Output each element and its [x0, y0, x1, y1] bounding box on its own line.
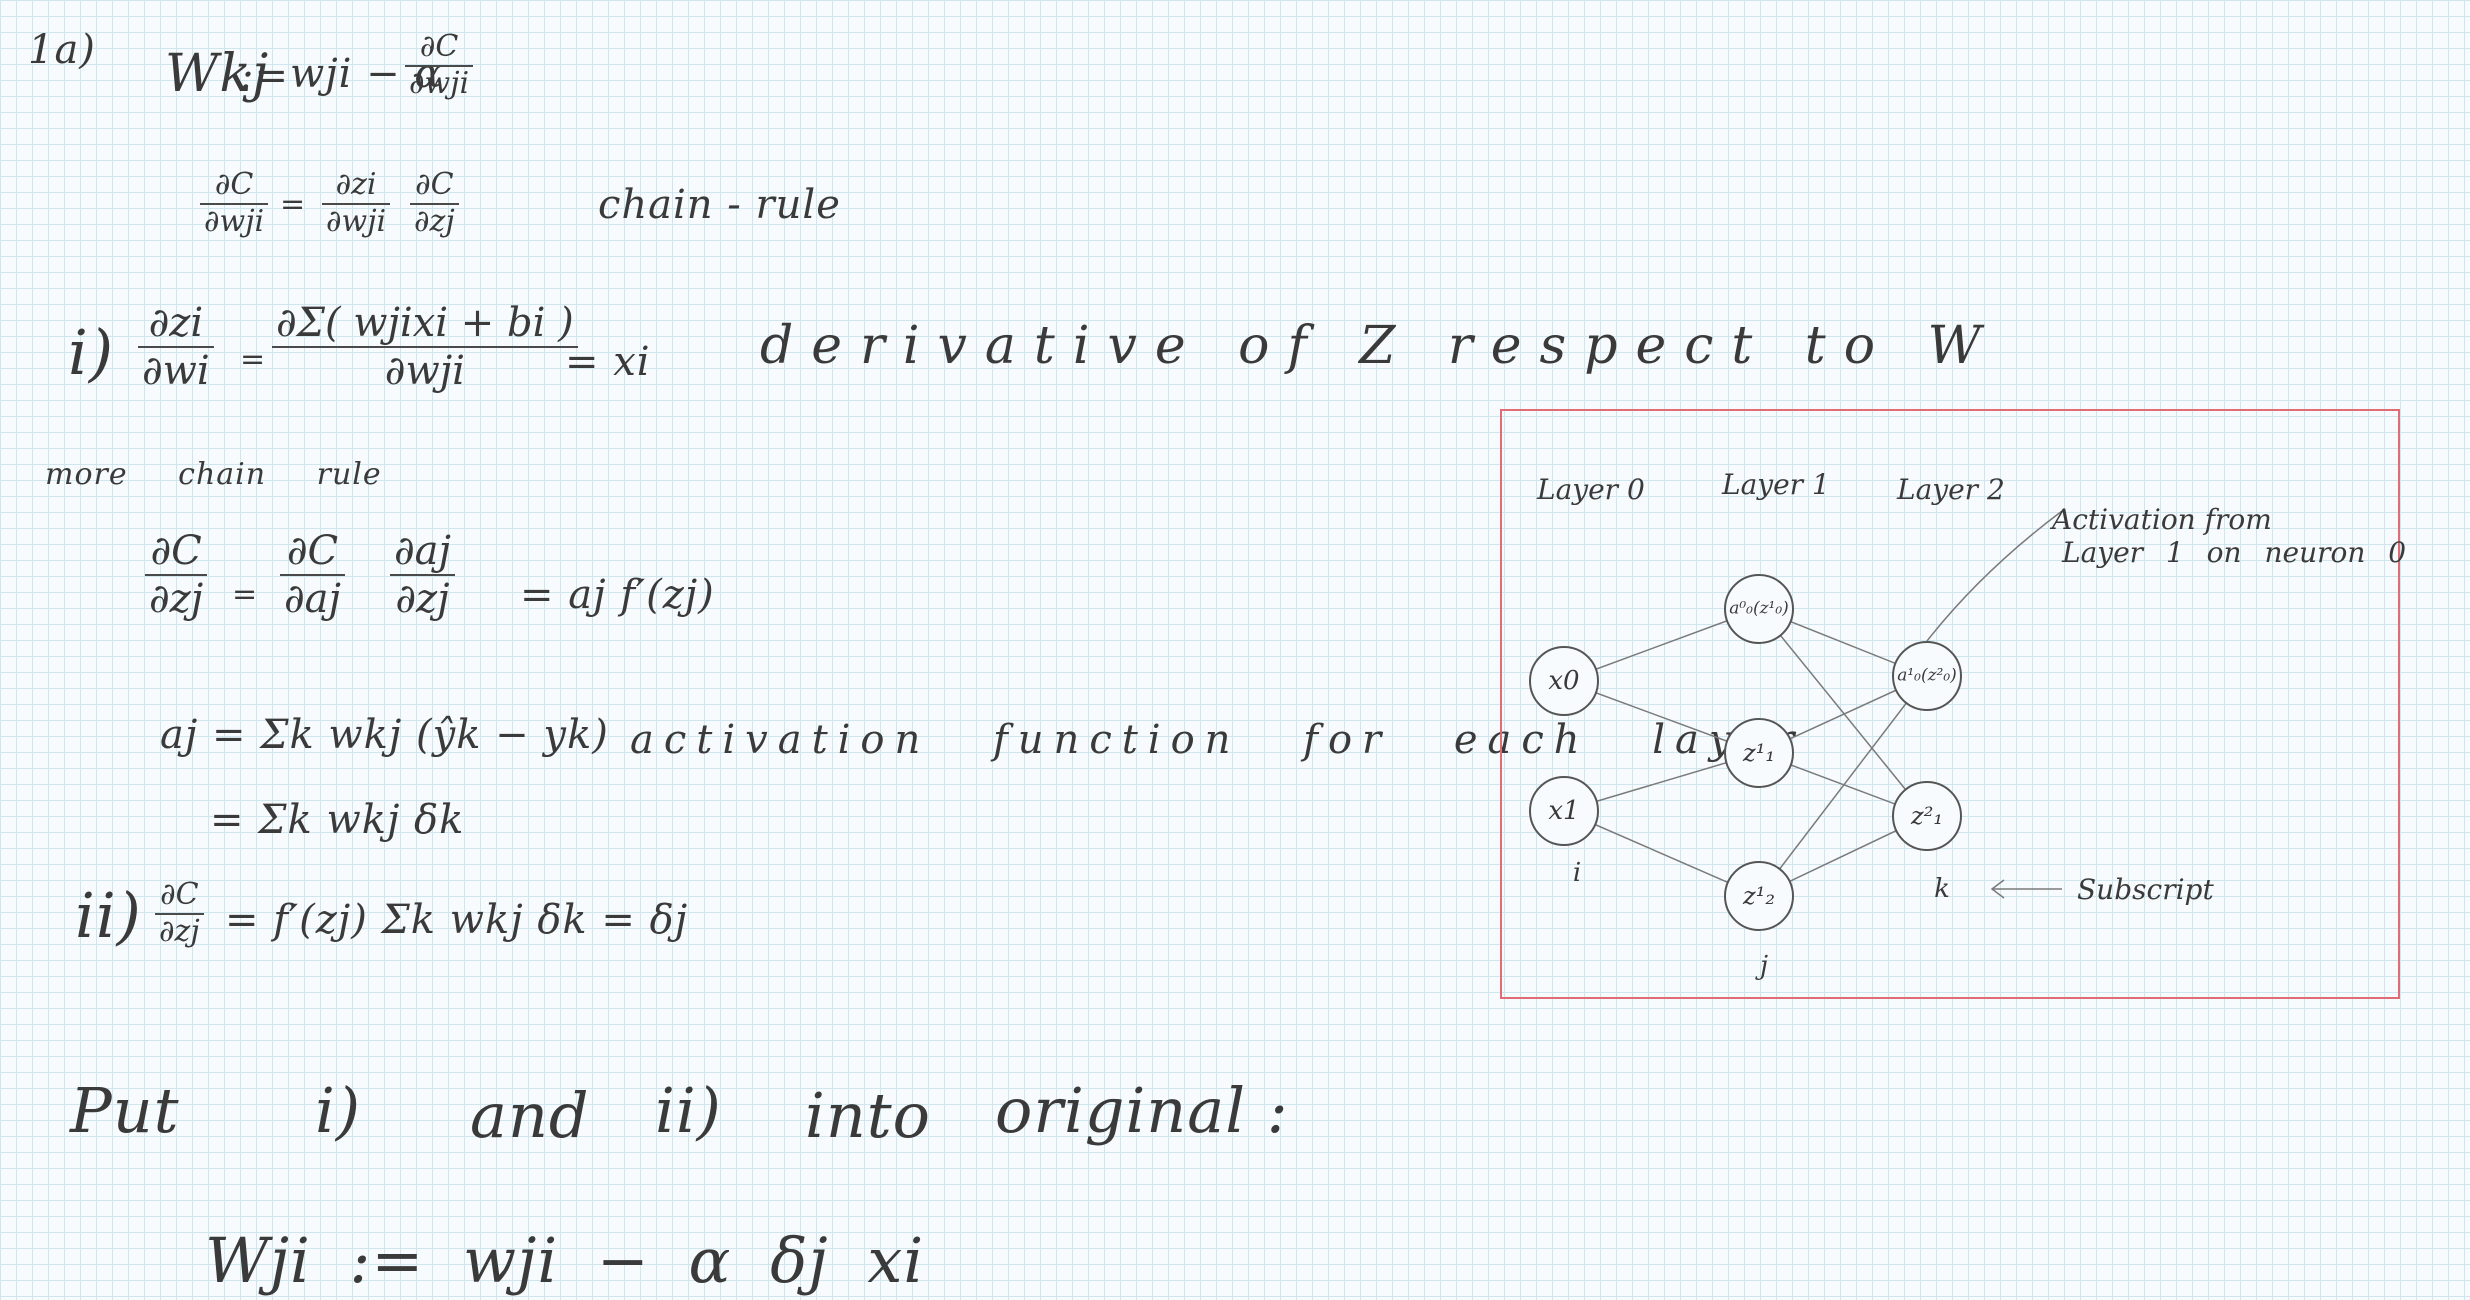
fraction-denominator: ∂wi	[142, 348, 210, 394]
layer-2-label: Layer 2	[1897, 473, 2005, 506]
fraction-bar	[280, 574, 345, 576]
network-diagram-svg	[1529, 510, 2063, 931]
fraction-numerator: ∂Σ( wjixi + bi )	[276, 300, 574, 346]
put-i: i)	[315, 1074, 362, 1147]
part-i-rhs-fraction: ∂Σ( wjixi + bi ) ∂wji	[272, 300, 578, 394]
line4-factor-2: ∂aj ∂zj	[390, 528, 455, 622]
layer-0-label: Layer 0	[1537, 473, 1645, 506]
node-a0	[1724, 574, 1794, 644]
node-x1	[1529, 776, 1599, 846]
fraction-bar	[200, 202, 269, 205]
subscript-arrow-head	[1990, 879, 2005, 899]
layer-1-label: Layer 1	[1722, 468, 1830, 501]
fraction-denominator: ∂zj	[159, 913, 200, 949]
node-z21	[1892, 781, 1962, 851]
fraction-denominator: ∂zj	[414, 203, 455, 239]
update-rule-fraction: ∂C ∂wji	[405, 29, 474, 101]
annotation-line-2: Layer 1 on neuron 0	[2062, 536, 2407, 569]
node-z2	[1724, 861, 1794, 931]
part-i-lhs-fraction: ∂zi ∂wi	[138, 300, 214, 394]
put-original: original :	[995, 1074, 1289, 1147]
chain-rule-note: chain - rule	[598, 182, 841, 228]
fraction-numerator: ∂C	[160, 877, 199, 912]
fraction-denominator: ∂wji	[384, 348, 465, 394]
fraction-denominator: ∂zj	[395, 576, 450, 622]
fraction-numerator: ∂C	[214, 167, 254, 202]
node-x0-label: x0	[1548, 666, 1580, 696]
line4-equals: =	[232, 577, 259, 612]
fraction-numerator: ∂C	[415, 167, 454, 202]
index-j-label: j	[1759, 951, 1769, 981]
line4-lhs-fraction: ∂C ∂zj	[145, 528, 208, 622]
edge-z2-a1	[1758, 675, 1928, 897]
update-rule-rhs: wji − α	[290, 51, 443, 97]
node-x1-label: x1	[1548, 796, 1580, 826]
node-a0-label: a⁰₀(z¹₀)	[1729, 598, 1789, 619]
node-z1	[1724, 718, 1794, 788]
annotation-line-1: Activation from	[2052, 503, 2272, 536]
part-i-label: i)	[68, 316, 115, 389]
fraction-numerator: ∂C	[286, 528, 339, 574]
fraction-bar	[155, 912, 204, 915]
fraction-numerator: ∂aj	[394, 528, 451, 574]
fraction-numerator: ∂zi	[148, 300, 204, 346]
edge-a0-z21	[1758, 608, 1928, 817]
fraction-bar	[405, 64, 474, 67]
chain-factor-1: ∂zi ∂wji	[322, 167, 391, 239]
fraction-numerator: ∂C	[150, 528, 202, 574]
node-z2-label: z¹₂	[1743, 882, 1775, 910]
line4-factor-1: ∂C ∂aj	[280, 528, 345, 622]
line4-result: = aj f′(zj)	[520, 572, 715, 618]
problem-label: 1a)	[28, 27, 96, 73]
fraction-bar	[410, 202, 459, 205]
network-diagram: Layer 0 Layer 1 Layer 2 x0 x1 a⁰₀(z¹₀) z…	[1500, 409, 2406, 999]
fraction-numerator: ∂zi	[335, 167, 377, 202]
put-and: and	[470, 1079, 590, 1152]
fraction-bar	[145, 574, 208, 576]
fraction-denominator: ∂zj	[149, 576, 204, 622]
node-z1-label: z¹₁	[1743, 739, 1775, 767]
annotation-leader-line	[1926, 510, 2063, 642]
put-word: Put	[70, 1074, 180, 1147]
edge-x1-z2	[1563, 810, 1760, 897]
final-update-rule: Wji := wji − α δj xi	[205, 1224, 925, 1297]
update-rule-lhs: Wkj	[165, 44, 270, 104]
put-into: into	[805, 1079, 932, 1152]
fraction-bar	[138, 346, 214, 348]
fraction-numerator: ∂C	[419, 29, 459, 64]
node-x0	[1529, 646, 1599, 716]
part-ii-label: ii)	[75, 879, 142, 952]
chain-lhs-fraction: ∂C ∂wji	[200, 167, 269, 239]
part-ii-rhs: = f′(zj) Σk wkj δk = δj	[225, 897, 689, 943]
fraction-bar	[322, 202, 391, 205]
activation-equation-2: = Σk wkj δk	[210, 797, 465, 843]
node-a1	[1892, 641, 1962, 711]
put-ii: ii)	[655, 1074, 722, 1147]
fraction-denominator: ∂wji	[204, 203, 265, 239]
activation-equation: aj = Σk wkj (ŷk − yk)	[160, 712, 609, 758]
fraction-denominator: ∂aj	[284, 576, 341, 622]
node-a1-label: a¹₀(z²₀)	[1897, 665, 1957, 686]
subscript-label: Subscript	[2077, 873, 2214, 906]
network-connections	[1563, 510, 2063, 899]
fraction-bar	[390, 574, 455, 576]
activation-note: activation function for each layer	[630, 717, 1805, 763]
chain-equals: =	[280, 187, 307, 222]
fraction-denominator: ∂wji	[409, 65, 470, 101]
update-rule-assign: :=	[240, 53, 289, 99]
part-i-note: derivative of Z respect to W	[760, 316, 1999, 376]
index-i-label: i	[1572, 858, 1582, 888]
chain-factor-2: ∂C ∂zj	[410, 167, 459, 239]
fraction-denominator: ∂wji	[326, 203, 387, 239]
fraction-bar	[272, 346, 578, 348]
node-z21-label: z²₁	[1911, 802, 1943, 830]
part-i-result: = xi	[565, 339, 651, 385]
more-chain-rule-note: more chain rule	[45, 457, 382, 492]
index-k-label: k	[1934, 874, 1950, 904]
part-ii-lhs-fraction: ∂C ∂zj	[155, 877, 204, 949]
part-i-equals: =	[240, 342, 267, 377]
network-nodes	[1529, 574, 1962, 931]
